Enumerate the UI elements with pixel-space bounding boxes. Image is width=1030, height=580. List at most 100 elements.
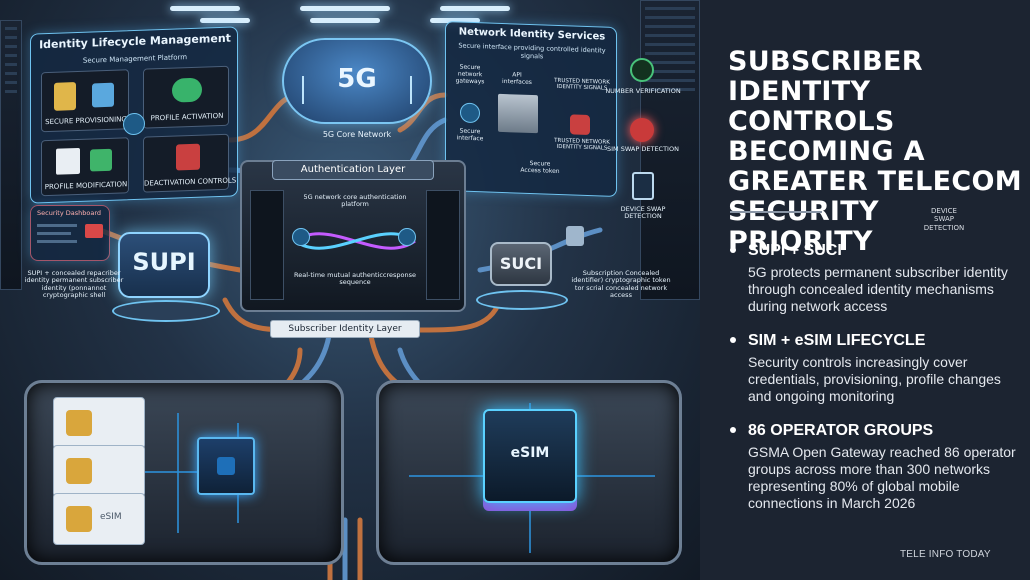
- supi-badge: SUPI: [118, 232, 210, 298]
- headline: SUBSCRIBER IDENTITY CONTROLS BECOMING A …: [728, 46, 1022, 257]
- subscriber-layer-label: Subscriber Identity Layer: [270, 320, 420, 338]
- gateways-label: Secure network gateways: [455, 63, 485, 86]
- bullet-body: GSMA Open Gateway reached 86 operator gr…: [748, 444, 1016, 511]
- trusted-signals-label-1: TRUSTED NETWORK IDENTITY SIGNALS: [554, 77, 610, 92]
- activation-label: PROFILE ACTIVATION: [150, 111, 224, 123]
- security-dashboard-title: Security Dashboard: [37, 209, 102, 217]
- handshake-icon: [172, 77, 202, 103]
- credit-label: TELE INFO TODAY: [900, 549, 991, 560]
- authentication-layer: Authentication Layer 5G network core aut…: [240, 160, 466, 312]
- bullet-body: Security controls increasingly cover cre…: [748, 354, 1001, 404]
- alert-icon: [85, 224, 103, 238]
- lifecycle-subtitle: Secure Management Platform: [82, 53, 188, 65]
- supi-caption: SUPI + concealed repacriber identity per…: [24, 269, 124, 300]
- ceiling-light: [430, 18, 480, 23]
- 5g-cloud: 5G: [282, 38, 432, 124]
- network-services-title: Network Identity Services: [458, 26, 606, 43]
- checklist-icon: [56, 147, 80, 175]
- bullet-dot: [730, 427, 736, 433]
- article-panel: SUBSCRIBER IDENTITY CONTROLS BECOMING A …: [700, 0, 1030, 580]
- bullet-item: SUPI + SUCI 5G protects permanent subscr…: [730, 242, 1020, 322]
- esim-card: eSIM: [53, 493, 145, 545]
- esim-chip-label: eSIM: [510, 445, 550, 461]
- shield-icon: [460, 102, 480, 124]
- phone-icon: [92, 82, 114, 108]
- shield-icon: [217, 457, 235, 475]
- esim-board: eSIM: [376, 380, 682, 565]
- suci-caption: Subscription Concealed identifier) crypt…: [571, 269, 671, 300]
- deactivation-card: DEACTIVATION CONTROLS: [143, 133, 237, 193]
- shield-alert-icon: [570, 114, 590, 136]
- api-label: API interfaces: [502, 71, 532, 86]
- esim-card-label: eSIM: [100, 512, 122, 522]
- auth-platform-label: 5G network core authentication platform: [303, 193, 407, 209]
- alarm-icon: [630, 118, 654, 142]
- suci-badge: SUCI: [490, 242, 552, 286]
- small-label: DEVICE SWAP DETECTION: [923, 207, 965, 232]
- suci-label: SUCI: [499, 254, 543, 273]
- lifecycle-title: Identity Lifecycle Management: [39, 31, 231, 52]
- lock-icon: [566, 226, 584, 246]
- sim-board: eSIM: [24, 380, 344, 565]
- check-icon: [90, 148, 112, 172]
- trusted-signals-label-2: TRUSTED NETWORK IDENTITY SIGNALS: [554, 137, 610, 152]
- sim-contact: [66, 458, 92, 484]
- network-services-subtitle: Secure interface providing controlled id…: [458, 41, 606, 61]
- 5g-cloud-label: 5G: [337, 64, 377, 94]
- lock-icon: [398, 228, 416, 246]
- bullet-title: 86 OPERATOR GROUPS: [748, 422, 934, 439]
- ceiling-light: [440, 6, 510, 11]
- supi-pedestal: [112, 300, 220, 322]
- sim-chip: [197, 437, 255, 495]
- secure-interface-label: Secure interface: [456, 127, 484, 143]
- number-verification-label: NUMBER VERIFICATION: [605, 87, 681, 95]
- security-dashboard: Security Dashboard: [30, 205, 110, 261]
- access-token-label: Secure Access token: [520, 159, 560, 175]
- server-right: [426, 190, 460, 300]
- check-circle-icon: [630, 58, 654, 82]
- sim-contact: [66, 506, 92, 532]
- antenna-icon: [302, 76, 304, 104]
- bullet-title: SUPI + SUCI: [748, 242, 842, 259]
- deactivation-label: DEACTIVATION CONTROLS: [144, 176, 237, 188]
- bullet-title: SIM + eSIM LIFECYCLE: [748, 332, 926, 349]
- api-server-icon: [498, 93, 538, 134]
- lock-icon: [123, 112, 145, 136]
- auth-sequence-label: Real-time mutual authenticcresponse sequ…: [294, 271, 416, 287]
- sim-icon: [54, 82, 76, 111]
- bullet-dot: [730, 247, 736, 253]
- sim-swap-label: SIM SWAP DETECTION: [607, 145, 679, 153]
- server-rack: [640, 0, 700, 300]
- ceiling-light: [300, 6, 390, 11]
- lock-icon: [292, 228, 310, 246]
- server-rack: [0, 20, 22, 290]
- auth-layer-title: Authentication Layer: [272, 160, 434, 180]
- ceiling-light: [200, 18, 250, 23]
- activation-card: PROFILE ACTIVATION: [143, 65, 229, 129]
- modification-card: PROFILE MODIFICATION: [41, 137, 129, 197]
- sim-contact: [66, 410, 92, 436]
- bullet-dot: [730, 337, 736, 343]
- ceiling-light: [310, 18, 380, 23]
- divider: [730, 211, 822, 213]
- provisioning-card: SECURE PROVISIONING: [41, 69, 129, 133]
- antenna-icon: [410, 76, 412, 104]
- sim-card: [53, 445, 145, 497]
- supi-label: SUPI: [132, 248, 196, 276]
- modification-label: PROFILE MODIFICATION: [44, 180, 128, 192]
- ceiling-light: [170, 6, 240, 11]
- sim-card: [53, 397, 145, 449]
- deactivate-icon: [176, 143, 200, 171]
- core-network-label: 5G Core Network: [322, 130, 392, 139]
- bullet-item: SIM + eSIM LIFECYCLE Security controls i…: [730, 332, 1020, 412]
- suci-pedestal: [476, 290, 568, 310]
- provisioning-label: SECURE PROVISIONING: [45, 115, 127, 127]
- server-left: [250, 190, 284, 300]
- network-services-panel: Network Identity Services Secure interfa…: [445, 20, 617, 198]
- bullet-item: 86 OPERATOR GROUPS GSMA Open Gateway rea…: [730, 422, 1020, 522]
- bullet-body: 5G protects permanent subscriber identit…: [748, 264, 1008, 314]
- lifecycle-panel: Identity Lifecycle Management Secure Man…: [30, 26, 238, 204]
- device-swap-label: DEVICE SWAP DETECTION: [620, 205, 666, 221]
- infographic-illustration: Identity Lifecycle Management Secure Man…: [0, 0, 700, 580]
- device-icon: [632, 172, 654, 200]
